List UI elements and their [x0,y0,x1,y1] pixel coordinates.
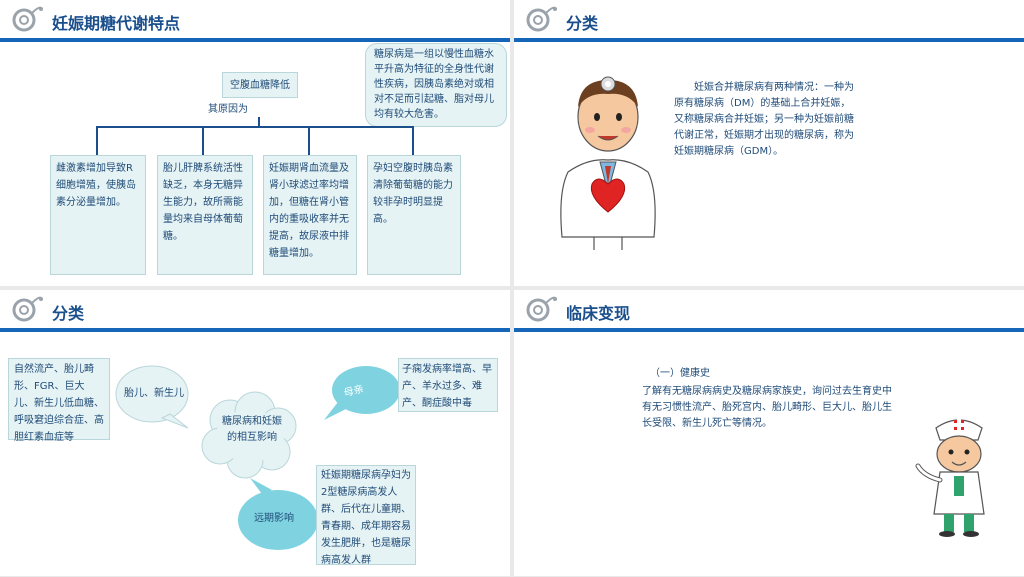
doctor-heart-illustration [560,76,656,250]
reason-box-4: 孕妇空腹时胰岛素清除葡萄糖的能力较非孕时明显提高。 [367,155,461,275]
stethoscope-logo-icon [12,296,43,322]
center-box: 空腹血糖降低 [222,72,298,98]
center-cloud-label: 糖尿病和妊娠的相互影响 [222,416,282,443]
header-divider [514,38,1024,42]
connector-vertical [258,117,260,127]
slide-header: 分类 [0,290,510,332]
longterm-bubble-shape [238,478,318,550]
connector-drop-3 [308,126,310,156]
stethoscope-logo-icon [526,296,557,322]
slide-title: 临床变现 [566,304,631,323]
connector-drop-2 [202,126,204,156]
slide-header: 分类 [514,0,1024,42]
slide-title: 分类 [566,14,599,33]
longterm-bubble-label: 远期影响 [254,513,294,524]
fetus-bubble-label: 胎儿、新生儿 [124,388,184,399]
stethoscope-logo-icon [12,6,43,32]
header-divider [514,328,1024,332]
center-cloud-shape [201,391,297,479]
slide-title: 分类 [52,304,85,323]
slide-mutual-impact: 分类 自然流产、胎儿畸形、FGR、巨大儿、新生儿低血糖、呼吸窘迫综合症、高胆红素… [0,290,510,576]
clinical-history-text: 了解有无糖尿病病史及糖尿病家族史，询问过去生育史中有无习惯性流产、胎死宫内、胎儿… [642,386,892,429]
slide-clinical-presentation: 临床变现 （一）健康史 了解有无糖尿病病史及糖尿病家族史，询问过去生育史中有无习… [514,290,1024,576]
stethoscope-logo-icon [526,6,557,32]
connector-drop-1 [96,126,98,156]
definition-note: 糖尿病是一组以慢性血糖水平升高为特征的全身性代谢性疾病，因胰岛素绝对或相对不足而… [365,43,507,127]
mother-bubble-shape [324,366,400,420]
fetus-bubble-shape [115,365,189,429]
connector-drop-4 [412,126,414,156]
reason-label: 其原因为 [208,104,248,115]
classification-text: 妊娠合并糖尿病有两种情况：一种为原有糖尿病（DM）的基础上合并妊娠，又称糖尿病合… [674,82,854,157]
slide-title: 妊娠期糖代谢特点 [52,14,181,33]
slide-header: 妊娠期糖代谢特点 [0,0,510,42]
reason-box-2: 胎儿肝脾系统活性缺乏，本身无糖异生能力，故所需能量均来自母体葡萄糖。 [157,155,253,275]
header-divider [0,38,510,42]
reason-box-3: 妊娠期肾血流量及肾小球滤过率均增加，但糖在肾小管内的重吸收率并无提高，故尿液中排… [263,155,357,275]
header-divider [0,328,510,332]
slide-classification: 分类 妊娠合并糖尿病有两种情况：一种为原有糖尿病（DM）的基础上合并妊娠，又称糖… [514,0,1024,286]
longterm-effects-box: 妊娠期糖尿病孕妇为2型糖尿病高发人群、后代在儿童期、青春期、成年期容易发生肥胖，… [316,465,416,566]
maternal-effects-box: 子痫发病率增高、早产、羊水过多、难产、酮症酸中毒 [398,358,498,412]
connector-horizontal [96,126,414,128]
reason-box-1: 雌激素增加导致R细胞增殖，使胰岛素分泌量增加。 [50,155,146,275]
fetal-effects-box: 自然流产、胎儿畸形、FGR、巨大儿、新生儿低血糖、呼吸窘迫综合症、高胆红素血症等 [8,358,110,443]
doctor-waving-illustration [915,417,985,537]
section-subhead: （一）健康史 [650,368,710,379]
slide-glucose-metabolism: 妊娠期糖代谢特点 空腹血糖降低 其原因为 糖尿病是一组以慢性血糖水平升高为特征的… [0,0,510,286]
slide-header: 临床变现 [514,290,1024,332]
